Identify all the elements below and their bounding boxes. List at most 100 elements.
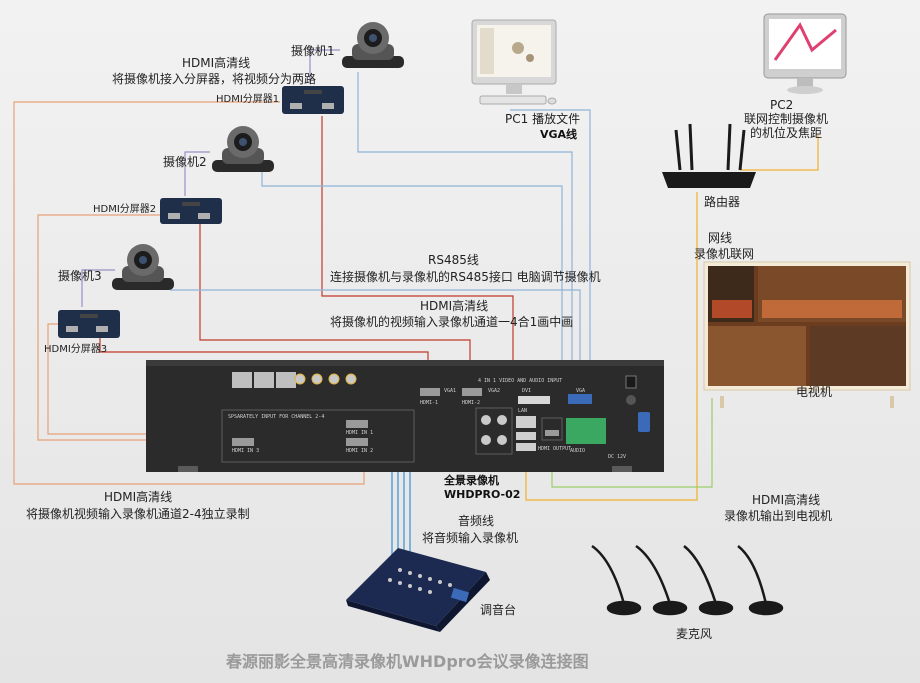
recorder-name: 全景录像机 <box>443 473 499 487</box>
cable-hdmi-ch2 <box>13 101 365 485</box>
splitter-1-label: HDMI分屏器1 <box>216 93 279 105</box>
desktop-computer-icon <box>763 13 847 94</box>
recorder: SPSARATELY INPUT FOR CHANNEL 2-4 HDMI IN… <box>146 360 664 472</box>
com-port <box>638 412 650 432</box>
router <box>662 123 756 188</box>
hdmi-output-port <box>545 430 559 436</box>
usb-port <box>516 443 536 451</box>
splitter-3-label: HDMI分屏器3 <box>44 343 107 355</box>
power-switch <box>625 375 637 389</box>
recorder-model: WHDPRO-02 <box>444 488 520 501</box>
cable-lan-router-recorder <box>525 192 698 501</box>
camera-2-label: 摄像机2 <box>163 154 207 169</box>
hdmi-in-port <box>232 438 254 446</box>
pc2-desc-2: 的机位及焦距 <box>750 125 822 140</box>
cable-hdmi-ch3 <box>37 214 232 441</box>
wifi-router-icon <box>662 123 756 188</box>
hdmi-port <box>462 388 482 396</box>
ptz-camera-icon <box>112 244 174 290</box>
cable-hdmi-pip1 <box>321 116 514 372</box>
audio-label-1: 音频线 <box>458 513 494 528</box>
diagram-title: 春源丽影全景高清录像机WHDpro会议录像连接图 <box>225 652 589 671</box>
splitter-3 <box>58 310 120 338</box>
port-label-hdmi-1: HDMI-1 <box>420 400 438 406</box>
bnc-port <box>497 415 507 425</box>
dvi-port <box>518 396 550 404</box>
gooseneck-microphone-icon <box>591 544 642 616</box>
port-label-hdmi-output: HDMI OUTPUT <box>538 446 571 452</box>
port-label-vga: VGA <box>576 388 585 394</box>
usb-port <box>516 432 536 440</box>
rs485-terminal-block <box>566 418 606 444</box>
hdmi-bottom-label-2: 将摄像机视频输入录像机通道2-4独立录制 <box>26 506 250 521</box>
bnc-port <box>481 435 491 445</box>
hdmi-port <box>420 388 440 396</box>
pc1-label: PC1 播放文件 <box>505 111 580 126</box>
splitter-2 <box>160 198 222 224</box>
lan-port <box>516 416 536 428</box>
audio-port <box>294 373 306 385</box>
audio-label-2: 将音频输入录像机 <box>422 530 518 545</box>
gooseneck-microphone-icon <box>737 545 784 616</box>
panel-top-label: 4 IN 1 VIDEO AND AUDIO INPUT <box>478 378 562 384</box>
mixer <box>346 548 490 632</box>
hdmi-top-label-1: HDMI高清线 <box>182 55 250 70</box>
cable-rs485-cam2 <box>261 170 563 412</box>
hdmi-tv-label-1: HDMI高清线 <box>752 492 820 507</box>
hdmi-in-port <box>346 420 368 428</box>
cable-hdmi-pip2 <box>199 222 471 372</box>
bnc-port <box>232 372 252 388</box>
hdmi-top-label-2: 将摄像机接入分屏器，将视频分为两路 <box>112 71 316 86</box>
network-label-1: 网线 <box>708 231 732 245</box>
bnc-port <box>276 372 296 388</box>
cable-lan-router-pc2 <box>740 135 819 171</box>
cable-camera2-splitter2 <box>184 151 210 196</box>
bnc-port <box>481 415 491 425</box>
camera-2 <box>212 126 274 172</box>
camera-3 <box>112 244 174 290</box>
camera-3-label: 摄像机3 <box>58 268 102 283</box>
port-label-dc: DC 12V <box>608 454 626 460</box>
splitter-1 <box>282 86 344 114</box>
hdmi-in-port <box>346 438 368 446</box>
vga-port <box>568 394 592 404</box>
panel-section-label: SPSARATELY INPUT FOR CHANNEL 2-4 <box>228 414 324 420</box>
port-label-hdmi-in-3: HDMI IN 3 <box>232 448 259 454</box>
gooseneck-microphone-icon <box>635 544 688 616</box>
splitter-2-label: HDMI分屏器2 <box>93 203 156 215</box>
hdmi-splitter-icon <box>282 86 344 114</box>
port-label-hdmi-in-1: HDMI IN 1 <box>346 430 373 436</box>
port-label-vga1: VGA1 <box>444 388 456 394</box>
port-label-vga2: VGA2 <box>488 388 500 394</box>
port-label-hdmi-2: HDMI-2 <box>462 400 480 406</box>
cable-camera1-splitter1 <box>309 49 340 84</box>
audio-port <box>345 373 357 385</box>
tv-label: 电视机 <box>796 384 832 399</box>
ptz-camera-icon <box>342 22 404 68</box>
cable-rs485-cam1 <box>357 72 573 412</box>
ptz-camera-icon <box>212 126 274 172</box>
rs485-label-2: 连接摄像机与录像机的RS485接口 电脑调节摄像机 <box>330 269 601 284</box>
port-label-dvi: DVI <box>522 388 531 394</box>
microphones-label: 麦克风 <box>676 627 712 641</box>
audio-mixer-icon <box>346 548 490 632</box>
desktop-computer-icon <box>471 19 557 105</box>
cable-camera3-splitter3 <box>81 269 115 307</box>
bnc-port <box>254 372 274 388</box>
television-icon <box>703 261 911 408</box>
router-label: 路由器 <box>704 194 740 209</box>
hdmi-splitter-icon <box>160 198 222 224</box>
mixer-label: 调音台 <box>480 602 516 617</box>
hdmi-bottom-label-1: HDMI高清线 <box>104 489 172 504</box>
pc1 <box>471 19 557 105</box>
port-label-lan: LAN <box>518 408 527 414</box>
camera-1-label: 摄像机1 <box>291 43 335 58</box>
power-jack <box>626 395 636 405</box>
tv <box>703 261 911 408</box>
bnc-port <box>497 435 507 445</box>
microphones <box>591 544 784 616</box>
port-label-audio: AUDIO <box>570 448 585 454</box>
port-label-hdmi-in-2: HDMI IN 2 <box>346 448 373 454</box>
audio-port <box>311 373 323 385</box>
